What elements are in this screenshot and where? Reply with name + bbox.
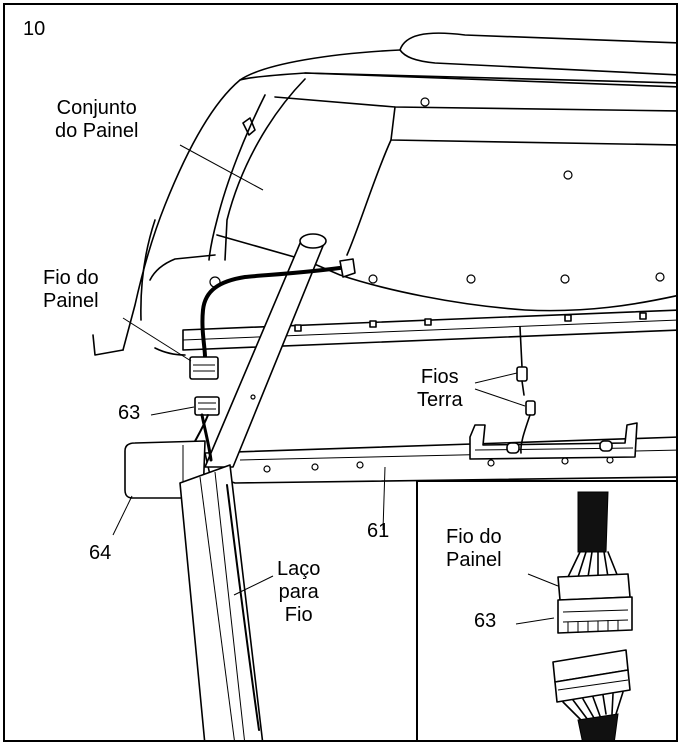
step-number: 10 bbox=[23, 18, 46, 40]
part-61-label: 61 bbox=[367, 520, 390, 542]
inset-console-wire-label: Fio do Painel bbox=[446, 526, 502, 571]
inset-console-connector bbox=[557, 551, 633, 634]
inset-63-connector bbox=[552, 649, 631, 740]
console-assembly bbox=[92, 32, 676, 356]
wire-tie-label: Laço para Fio bbox=[277, 558, 321, 626]
leader-lines bbox=[112, 144, 526, 596]
ground-wires bbox=[516, 326, 536, 454]
diagram-frame: Fio do Painel 63 10 Conjunto do Painel F… bbox=[3, 3, 678, 742]
console-wire bbox=[189, 258, 356, 380]
console-assembly-label: Conjunto do Painel bbox=[55, 97, 139, 142]
part-63-label: 63 bbox=[118, 402, 141, 424]
ground-wires-label: Fios Terra bbox=[417, 366, 463, 411]
console-wire-label: Fio do Painel bbox=[43, 267, 99, 312]
frame-upright bbox=[179, 464, 264, 740]
assembly-drawing bbox=[92, 32, 676, 740]
upright-tube bbox=[204, 233, 327, 468]
inset-detail: Fio do Painel 63 bbox=[416, 480, 676, 740]
inset-part-63-label: 63 bbox=[474, 610, 497, 632]
ground-bracket bbox=[469, 422, 638, 460]
part-64-label: 64 bbox=[89, 542, 112, 564]
inset-connector-drawing bbox=[515, 491, 633, 740]
